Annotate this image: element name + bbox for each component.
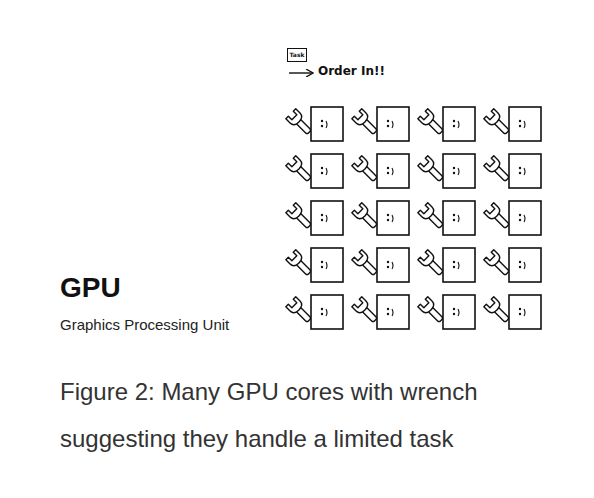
subtitle-label: Graphics Processing Unit	[60, 316, 229, 333]
order-arrow	[289, 72, 313, 73]
core-grid	[286, 107, 541, 329]
order-label: Order In!!	[318, 64, 385, 78]
diagram-title: GPU	[60, 272, 121, 304]
figure-caption: Figure 2: Many GPU cores with wrench sug…	[60, 368, 560, 462]
task-box: Task	[287, 48, 307, 62]
task-text: Task	[290, 52, 305, 58]
